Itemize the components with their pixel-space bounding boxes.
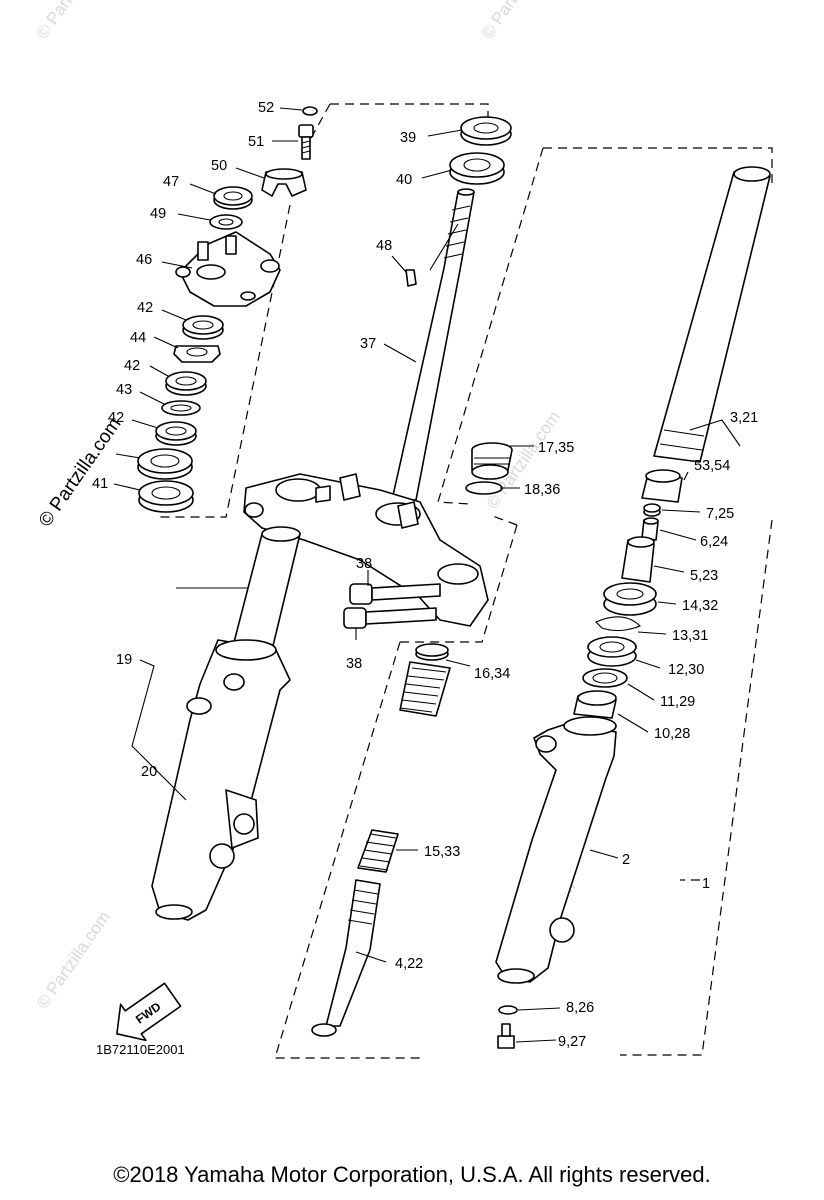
part-17-35-cap-bolt <box>471 442 513 480</box>
callout-11-29: 11,29 <box>660 694 695 710</box>
damper-rod-springs <box>311 643 451 1037</box>
exploded-parts-diagram: © Partzilla.com © Partzilla.com © Partzi… <box>33 0 773 1059</box>
watermark-faint: © Partzilla.com <box>33 908 114 1013</box>
callout-50: 50 <box>211 158 227 174</box>
leader-lines <box>113 107 741 1043</box>
part-11-29-washer <box>582 668 628 688</box>
callout-49: 49 <box>150 206 166 222</box>
callout-38: 38 <box>346 656 362 672</box>
callout-43: 43 <box>116 382 132 398</box>
callout-5-23: 5,23 <box>690 568 718 584</box>
callout-42: 42 <box>124 358 140 374</box>
upper-spring <box>399 661 451 717</box>
callout-38: 38 <box>356 556 372 572</box>
part-9-27-bolt <box>497 1035 515 1049</box>
callout-13-31: 13,31 <box>672 628 708 644</box>
part-15-33-spring <box>357 829 399 873</box>
callout-2: 2 <box>622 852 630 868</box>
callout-42: 42 <box>137 300 153 316</box>
part-42-ring-nut <box>155 421 197 446</box>
callout-9-27: 9,27 <box>558 1034 586 1050</box>
callout-labels: 52 51 50 47 49 46 42 44 42 43 42 41 39 4… <box>92 100 758 1050</box>
part-4-22-damper-rod <box>325 879 381 1027</box>
callout-18-36: 18,36 <box>524 482 560 498</box>
callout-20: 20 <box>141 764 157 780</box>
part-8-26-washer <box>498 1005 518 1015</box>
callout-51: 51 <box>248 134 264 150</box>
part-47-bushing <box>213 186 253 210</box>
part-51-bolt <box>298 124 314 160</box>
callout-44: 44 <box>130 330 146 346</box>
callout-37: 37 <box>360 336 376 352</box>
part-2-outer-tube <box>495 723 617 983</box>
callout-53-54: 53,54 <box>694 458 730 474</box>
callout-1: 1 <box>702 876 710 892</box>
drawing-code: 1B72110E2001 <box>96 1042 185 1057</box>
callout-15-33: 15,33 <box>424 844 460 860</box>
callout-6-24: 6,24 <box>700 534 728 550</box>
part-44-lock-washer <box>173 345 221 363</box>
part-43-washer <box>161 400 201 416</box>
callout-17-35: 17,35 <box>538 440 574 456</box>
part-48-key <box>405 269 417 287</box>
part-38-bolts <box>343 583 441 629</box>
fwd-arrow: FWD <box>116 982 182 1042</box>
callout-10-28: 10,28 <box>654 726 690 742</box>
part-20-outer-tube <box>151 639 291 921</box>
callout-47: 47 <box>163 174 179 190</box>
watermark-faint: © Partzilla.com <box>33 0 114 42</box>
part-40-bearing <box>449 152 505 185</box>
part-52-cap <box>302 106 318 116</box>
callout-4-22: 4,22 <box>395 956 423 972</box>
callout-48: 48 <box>376 238 392 254</box>
part-46-bracket <box>175 231 281 307</box>
part-42-ring-nut <box>165 371 207 396</box>
callout-39: 39 <box>400 130 416 146</box>
callout-42: 42 <box>108 410 124 426</box>
callout-14-32: 14,32 <box>682 598 718 614</box>
copyright-notice: ©2018 Yamaha Motor Corporation, U.S.A. A… <box>113 1162 711 1187</box>
part-19-inner-tube <box>231 533 301 651</box>
part-18-36-o-ring <box>465 481 503 495</box>
watermark-faint: © Partzilla.com <box>478 0 559 42</box>
callout-19: 19 <box>116 652 132 668</box>
right-fork-parts <box>495 166 771 1049</box>
callout-12-30: 12,30 <box>668 662 704 678</box>
callout-40: 40 <box>396 172 412 188</box>
callout-52: 52 <box>258 100 274 116</box>
part-42-ring-nut <box>182 315 224 340</box>
part-50-clamp <box>261 168 307 197</box>
group-boundaries <box>160 103 773 1059</box>
part-39-bearing-race <box>460 116 512 146</box>
callout-46: 46 <box>136 252 152 268</box>
watermark: © Partzilla.com <box>35 414 126 531</box>
callout-41: 41 <box>92 476 108 492</box>
callout-7-25: 7,25 <box>706 506 734 522</box>
left-fork-assembly <box>151 526 301 921</box>
callout-8-26: 8,26 <box>566 1000 594 1016</box>
part-49-washer <box>209 214 243 230</box>
callout-3-21: 3,21 <box>730 410 758 426</box>
steering-head-parts <box>137 106 512 513</box>
part-13-31-clip <box>595 616 641 632</box>
part-41-bearing <box>137 448 193 480</box>
part-41-bearing <box>138 480 194 513</box>
callout-16-34: 16,34 <box>474 666 510 682</box>
